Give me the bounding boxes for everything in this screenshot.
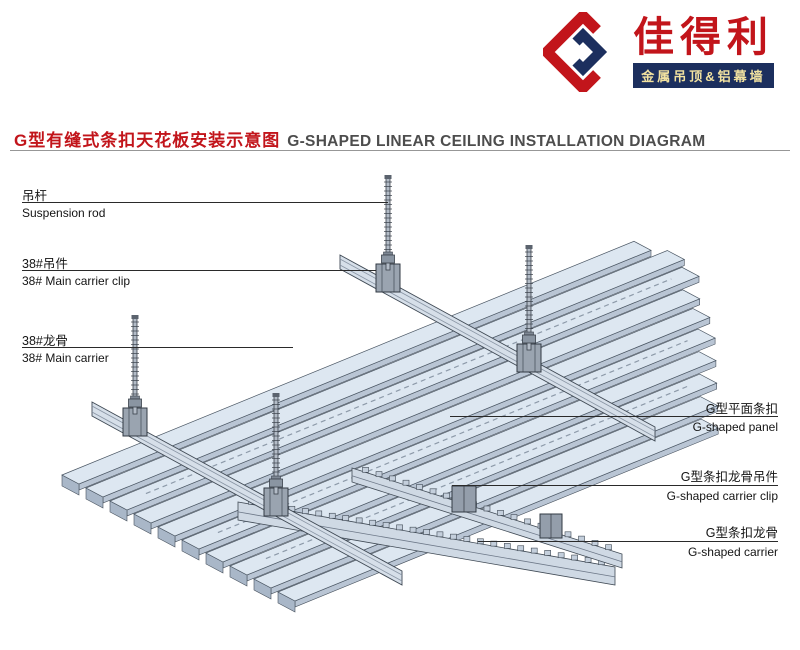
label-main-carrier-clip-en: 38# Main carrier clip xyxy=(22,274,131,288)
main-carrier-body xyxy=(91,401,403,586)
g-carrier-tooth xyxy=(409,526,417,533)
label-g-carrier-cn: G型条扣龙骨 xyxy=(705,526,778,540)
g-carrier-tooth xyxy=(389,475,396,482)
g-carrier-tooth xyxy=(544,550,551,556)
leader-g-carrier-clip xyxy=(452,485,778,486)
g-carrier-tooth xyxy=(605,544,612,551)
leader-g-carrier xyxy=(478,541,778,542)
g-carrier-tooth xyxy=(443,492,450,499)
main-carrier-body xyxy=(339,254,656,442)
leader-main-carrier-clip xyxy=(22,270,376,271)
g-carrier-tooth xyxy=(328,512,336,519)
g-carrier-tooth xyxy=(497,509,504,516)
g-carrier-tooth xyxy=(436,531,444,538)
logo-mark-icon xyxy=(543,12,608,92)
title-divider xyxy=(10,150,790,151)
g-shaped-carrier xyxy=(237,499,616,586)
main-carrier-flange-line xyxy=(339,264,656,438)
company-logo: 佳得利 金属吊顶&铝幕墙 xyxy=(543,12,774,92)
page-title-en: G-SHAPED LINEAR CEILING INSTALLATION DIA… xyxy=(287,133,706,150)
g-carrier-tooth xyxy=(429,488,437,495)
ceiling-panels xyxy=(61,240,720,613)
panel-top-face xyxy=(157,308,711,537)
leader-main-carrier xyxy=(22,347,293,348)
label-g-carrier-clip-cn: G型条扣龙骨吊件 xyxy=(680,470,778,484)
g-carrier-tooth xyxy=(483,505,491,512)
hex-nut xyxy=(269,478,283,488)
label-main-carrier-clip-cn: 38#吊件 xyxy=(22,257,68,271)
g-carrier-tooth xyxy=(557,552,565,559)
g-carrier-tooth xyxy=(396,524,403,531)
brand-name: 佳得利 xyxy=(633,14,774,61)
hex-nut xyxy=(381,254,395,264)
g-carrier-tooth xyxy=(369,519,376,526)
main-carrier-clip xyxy=(375,263,401,293)
label-g-panel-cn: G型平面条扣 xyxy=(705,402,778,416)
g-carrier-tooth xyxy=(591,540,599,546)
g-carrier-tooth xyxy=(416,484,423,490)
main-carrier-38 xyxy=(91,401,403,586)
ceiling-panel xyxy=(157,308,711,548)
page-title-cn: G型有缝式条扣天花板安装示意图 xyxy=(14,131,281,150)
g-carrier-tooth xyxy=(530,547,538,554)
leader-g-panel xyxy=(450,416,778,417)
panel-top-face xyxy=(181,328,716,550)
g-carrier-tooth xyxy=(503,543,511,549)
g-carrier-groove xyxy=(351,475,623,563)
label-suspension-rod-cn: 吊杆 xyxy=(22,189,48,203)
hex-nut xyxy=(522,334,536,344)
hex-nut xyxy=(128,398,142,408)
g-carrier-tooth xyxy=(571,554,578,561)
g-carrier-tooth xyxy=(423,529,430,535)
rod-top-cap xyxy=(131,315,139,319)
washer xyxy=(130,395,140,400)
g-carrier-tooth xyxy=(524,518,531,525)
rod-top-cap xyxy=(525,245,533,249)
label-main-carrier-en: 38# Main carrier xyxy=(22,351,109,365)
panel-seam-line xyxy=(145,278,672,495)
rod-top-cap xyxy=(384,175,392,179)
label-main-carrier-cn: 38#龙骨 xyxy=(22,334,68,348)
g-carrier-tooth xyxy=(510,514,518,520)
rod-top-cap xyxy=(272,393,280,397)
leader-suspension-rod xyxy=(22,202,388,203)
g-carrier-tooth xyxy=(355,517,363,524)
main-carrier-flange-line xyxy=(91,411,403,582)
ceiling-panel xyxy=(109,266,700,522)
g-carrier-body xyxy=(351,467,623,569)
g-carrier-tooth xyxy=(463,536,471,542)
g-carrier-tooth xyxy=(362,466,369,473)
g-carrier-tooth xyxy=(382,522,390,528)
washer xyxy=(383,251,393,256)
brand-tagline: 金属吊顶&铝幕墙 xyxy=(633,62,774,88)
panel-seam-line xyxy=(217,340,688,534)
washer xyxy=(524,331,534,336)
suspension-rod-assembly xyxy=(375,175,401,293)
page-title: G型有缝式条扣天花板安装示意图 G-SHAPED LINEAR CEILING I… xyxy=(14,126,705,151)
g-carrier-tooth xyxy=(375,471,383,477)
g-carrier-tooth xyxy=(302,508,309,514)
g-carrier-clip xyxy=(451,485,477,513)
suspension-rod-assembly xyxy=(263,393,289,517)
g-carrier-tooth xyxy=(517,545,525,552)
g-carrier-tooth xyxy=(402,479,410,486)
g-carrier-clip xyxy=(539,513,563,539)
label-g-carrier-clip-en: G-shaped carrier clip xyxy=(666,489,778,503)
label-g-panel-en: G-shaped panel xyxy=(692,420,778,434)
suspension-rod-assembly xyxy=(516,245,542,373)
g-carrier-tooth xyxy=(342,515,350,521)
label-g-carrier-en: G-shaped carrier xyxy=(687,545,778,559)
suspension-rod-assembly xyxy=(122,315,148,437)
g-carrier-body xyxy=(237,501,616,586)
g-carrier-tooth xyxy=(315,510,323,517)
logo-text: 佳得利 金属吊顶&铝幕墙 xyxy=(633,14,774,88)
washer xyxy=(271,475,281,480)
label-suspension-rod-en: Suspension rod xyxy=(22,206,106,220)
g-carrier-tooth xyxy=(564,531,572,538)
g-carrier-tooth xyxy=(450,533,457,540)
